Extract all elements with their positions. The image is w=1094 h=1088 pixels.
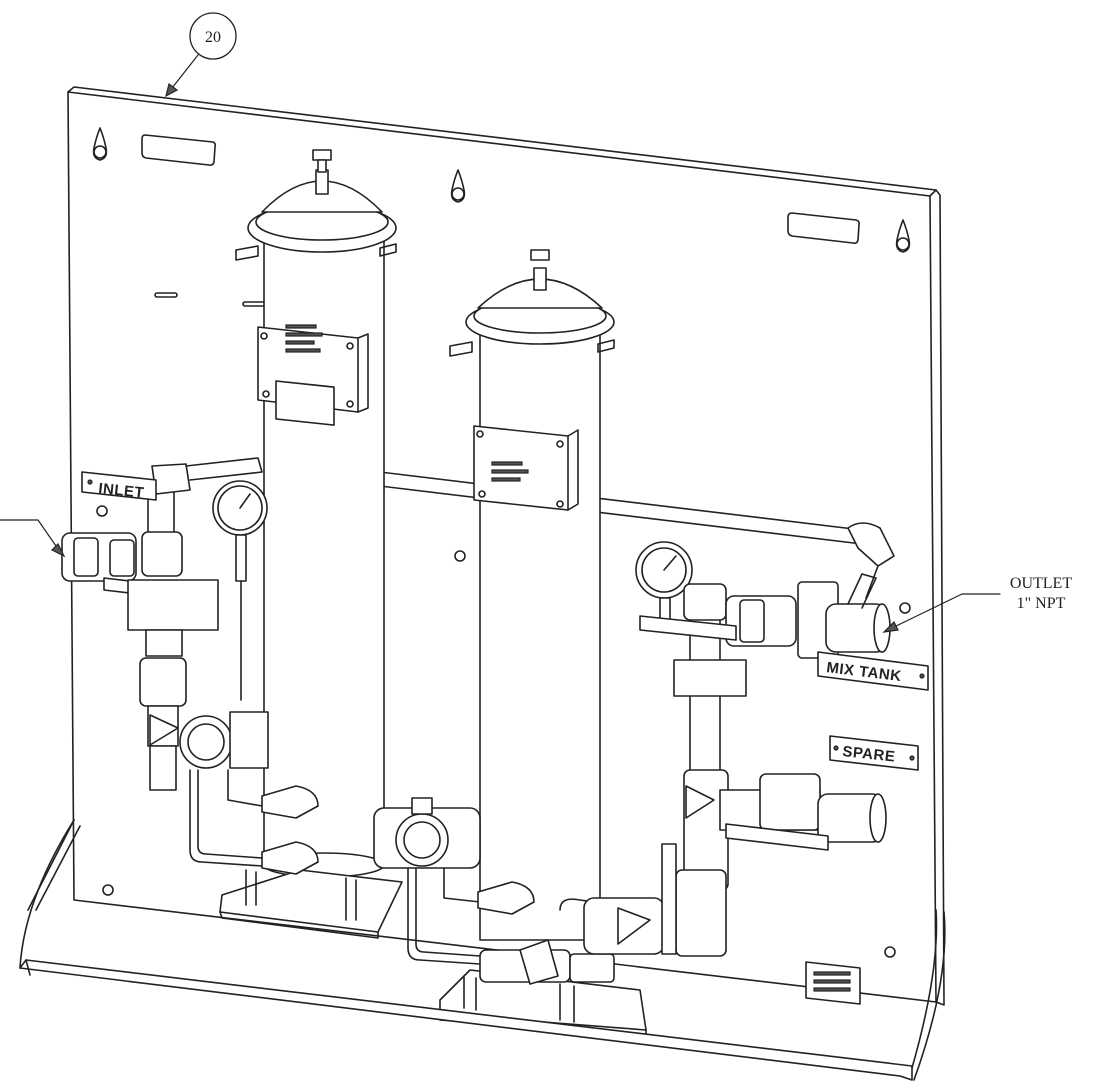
pressure-gauge-right bbox=[635, 541, 693, 623]
item-balloon: 20 bbox=[165, 12, 237, 98]
outlet-ball-valve bbox=[639, 595, 797, 647]
panel-dash-1 bbox=[154, 292, 178, 298]
outlet-callout: OUTLET 1" NPT bbox=[882, 575, 1072, 633]
mix-tank-label-plate: MIX TANK bbox=[817, 651, 929, 691]
tubing-center bbox=[407, 867, 535, 965]
spare-ball-valve bbox=[719, 773, 887, 851]
mounting-hole bbox=[454, 550, 466, 562]
filter-base-left bbox=[219, 869, 403, 939]
filter-housing-right bbox=[449, 249, 615, 941]
elbow-fitting-left-lower bbox=[261, 841, 319, 875]
keyhole-slot-right bbox=[895, 219, 911, 253]
outlet-check-valve bbox=[797, 573, 891, 659]
keyhole-slot-left bbox=[92, 127, 108, 161]
inlet-label-plate: INLET bbox=[81, 471, 157, 502]
rear-pipe bbox=[379, 471, 863, 545]
mounting-hole bbox=[899, 602, 911, 614]
outlet-callout-line2: 1" NPT bbox=[1017, 595, 1066, 612]
panel-slot-right bbox=[787, 212, 860, 244]
tubing-left bbox=[189, 769, 263, 867]
outlet-callout-line1: OUTLET bbox=[1010, 575, 1072, 592]
base-tray bbox=[19, 819, 946, 1081]
pressure-regulator-center bbox=[373, 797, 481, 869]
panel-slot-left bbox=[141, 134, 217, 166]
spare-label: SPARE bbox=[842, 743, 897, 765]
pressure-regulator-left bbox=[179, 711, 269, 769]
mounting-hole bbox=[884, 946, 896, 958]
nameplate-left-housing bbox=[275, 324, 335, 426]
elbow-fitting-left-upper bbox=[261, 785, 319, 819]
inlet-ball-valve bbox=[61, 532, 191, 601]
drain-valve-assembly bbox=[479, 897, 665, 985]
mounting-hole bbox=[96, 505, 108, 517]
outlet-elbow-upper bbox=[847, 522, 895, 599]
keyhole-slot-center bbox=[450, 169, 466, 203]
pressure-gauge-left bbox=[212, 480, 268, 701]
item-balloon-number: 20 bbox=[205, 29, 221, 46]
filter-housing-right-bracket bbox=[473, 425, 579, 511]
mounting-hole bbox=[102, 884, 114, 896]
inlet-leader bbox=[0, 519, 66, 558]
inlet-label: INLET bbox=[98, 480, 145, 502]
spare-label-plate: SPARE bbox=[829, 735, 919, 771]
nameplate-bottom-right bbox=[805, 961, 861, 1005]
